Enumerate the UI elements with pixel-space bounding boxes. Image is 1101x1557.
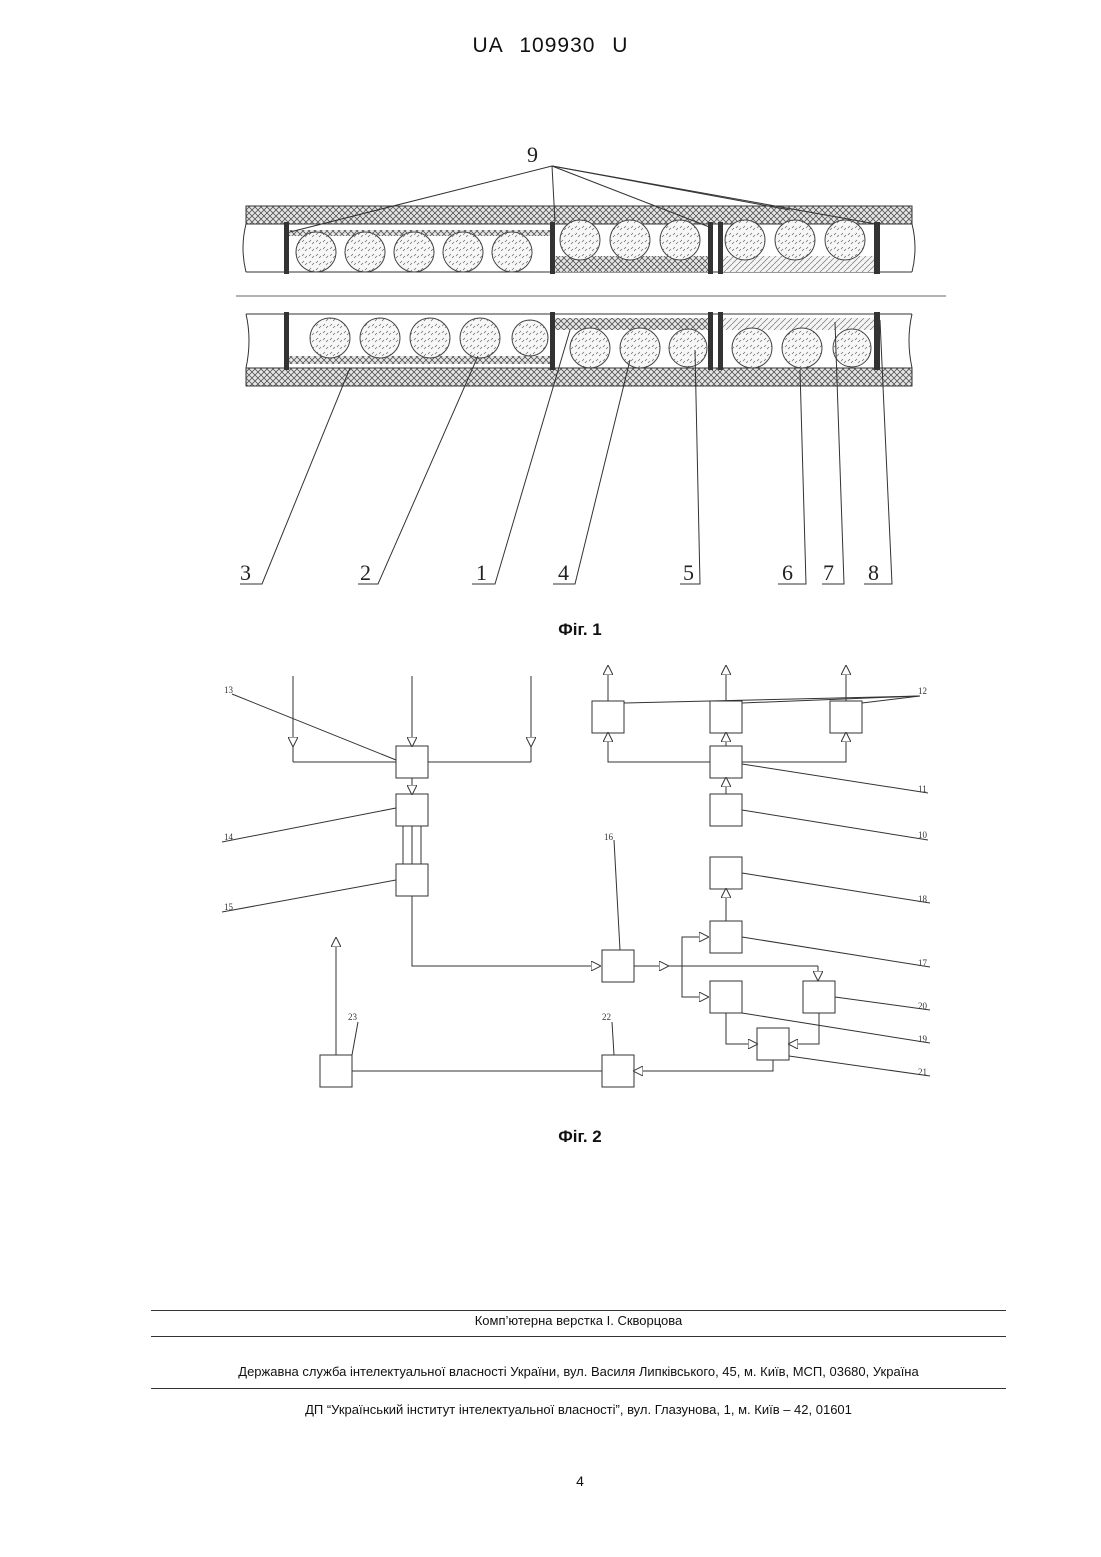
fig2-label-21: 21 [918,1067,927,1077]
block-12a [592,701,624,733]
footer-rule-mid [151,1336,1006,1337]
fig2-label-18: 18 [918,894,928,904]
figure-1-caption: Фіг. 1 [0,620,1101,640]
fig2-label-13: 13 [224,685,234,695]
fig2-label-17: 17 [918,958,928,968]
block-10 [710,794,742,826]
fig1-label-5: 5 [683,560,694,585]
fig2-label-16: 16 [604,832,614,842]
block-16 [602,950,634,982]
fig2-label-12: 12 [918,686,927,696]
fig2-label-20: 20 [918,1001,928,1011]
figure-2-block-diagram [222,670,930,1087]
fig2-label-15: 15 [224,902,234,912]
footer-rule-bottom [151,1388,1006,1389]
fig2-label-14: 14 [224,832,234,842]
block-19 [710,981,742,1013]
block-21 [757,1028,789,1060]
figure-2-caption: Фіг. 2 [0,1127,1101,1147]
fig2-label-11: 11 [918,784,927,794]
publisher-address: Державна служба інтелектуальної власност… [151,1364,1006,1379]
block-22 [602,1055,634,1087]
layout-credit: Комп’ютерна верстка І. Скворцова [151,1313,1006,1328]
fig2-label-10: 10 [918,830,928,840]
footer-rule-top [151,1310,1006,1311]
block-20 [803,981,835,1013]
fig1-label-6: 6 [782,560,793,585]
page-number: 4 [0,1473,1101,1489]
fig2-label-23: 23 [348,1012,358,1022]
fig2-label-22: 22 [602,1012,611,1022]
fig1-label-4: 4 [558,560,569,585]
block-23 [320,1055,352,1087]
block-18 [710,857,742,889]
block-13 [396,746,428,778]
fig1-label-7: 7 [823,560,834,585]
fig1-label-3: 3 [240,560,251,585]
fig1-label-2: 2 [360,560,371,585]
block-15 [396,864,428,896]
block-12c [830,701,862,733]
block-11 [710,746,742,778]
fig1-label-9: 9 [527,142,538,167]
fig2-label-19: 19 [918,1034,928,1044]
institute-address: ДП “Український інститут інтелектуальної… [151,1402,1006,1417]
fig1-label-8: 8 [868,560,879,585]
block-14 [396,794,428,826]
fig1-label-1: 1 [476,560,487,585]
figure-1-pipe-section: 9 3 2 1 4 5 6 7 8 [236,142,946,585]
block-17 [710,921,742,953]
block-12b [710,701,742,733]
